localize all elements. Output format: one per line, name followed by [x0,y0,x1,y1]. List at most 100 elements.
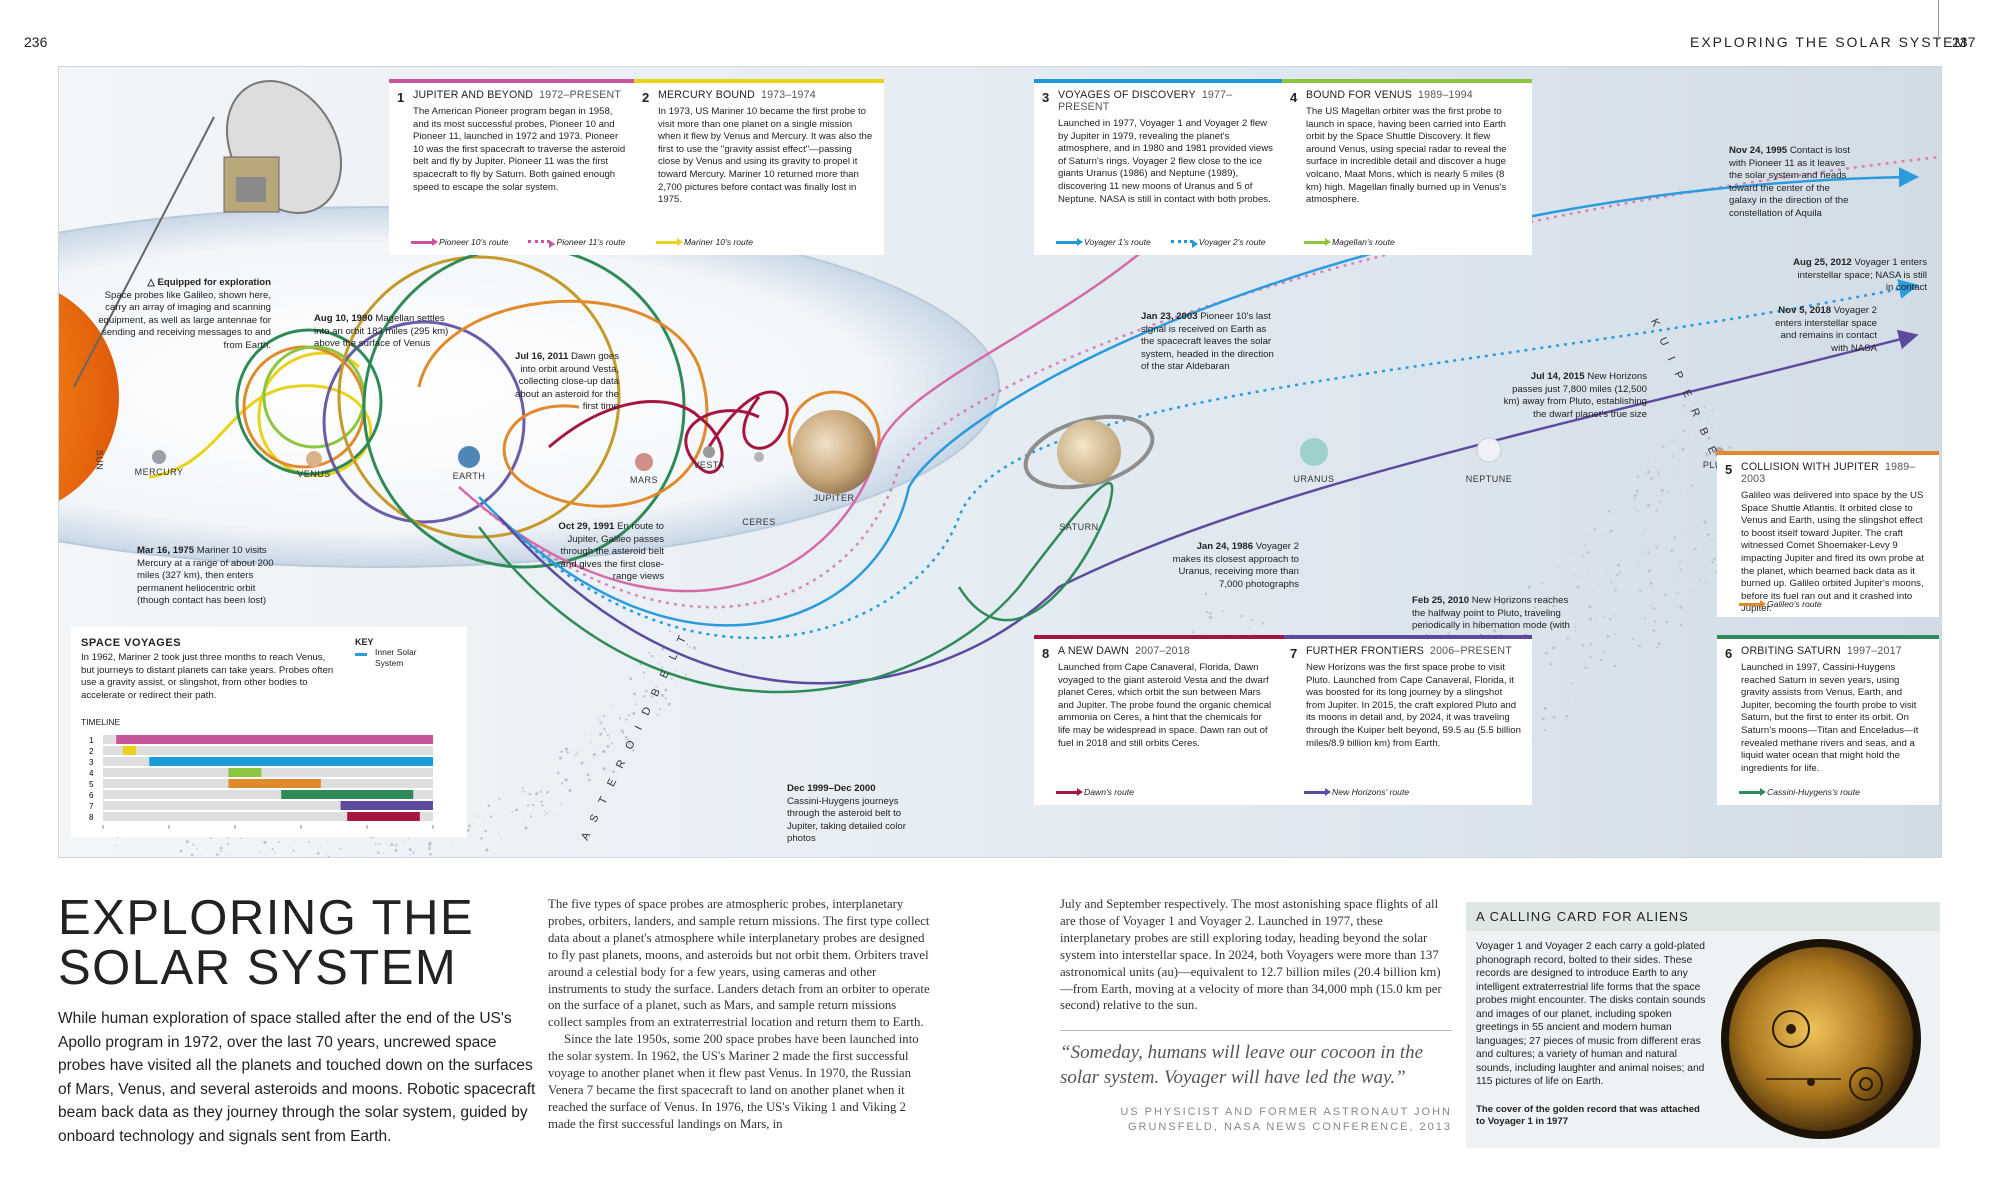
route-swatch [1304,237,1331,246]
timeline-chart: 12345678197019801990200020102020 [89,735,442,833]
route-swatch [1304,787,1331,796]
annotation-date: Feb 25, 2010 [1412,595,1470,606]
key-item: Inner Solar System [375,647,417,668]
ceres-label: CERES [742,517,776,527]
equipped-caption: △ Equipped for exploration Space probes … [81,277,271,353]
page-title: EXPLORING THE SOLAR SYSTEM [58,893,558,993]
annotation-date: Nov 24, 1995 [1729,145,1788,156]
route-swatch [656,237,683,246]
timeline-row-number: 2 [89,747,94,756]
mission-text: Galileo was delivered into space by the … [1741,490,1924,615]
timeline-row-number: 1 [89,736,94,745]
mission-route-legend: Cassini-Huygens's route [1739,787,1860,797]
intro-text: While human exploration of space stalled… [58,1010,536,1145]
annotation-nh-2015: Jul 14, 2015 New Horizons passes just 7,… [1499,371,1647,421]
saturn-graphic [1057,420,1121,484]
calling-card-text: Voyager 1 and Voyager 2 each carry a gol… [1476,941,1706,1087]
calling-card-box: A CALLING CARD FOR ALIENS Voyager 1 and … [1466,902,1940,1148]
mission-years: 1989–2003 [1741,461,1916,485]
sun-label: SUN [94,449,105,471]
route-swatch-dotted [528,239,556,248]
route-swatch [1739,787,1766,796]
mission-number: 6 [1725,646,1733,661]
annotation-date: Oct 29, 1991 [558,521,615,532]
route-label: Magellan's route [1332,237,1395,247]
annotation-voyager1-2012: Aug 25, 2012 Voyager 1 enters interstell… [1789,257,1927,295]
uranus-graphic [1300,438,1328,466]
timeline-row-number: 8 [89,813,94,822]
mission-number: 1 [397,90,405,105]
mission-years: 1997–2017 [1846,645,1902,657]
annotation-text: New Horizons passes just 7,800 miles (12… [1503,371,1647,420]
timeline-tick-label: 1980 [160,832,178,833]
route-label-2: Voyager 2's route [1198,237,1266,247]
mission-text: The American Pioneer program began in 19… [413,106,626,193]
route-swatch-dotted [1170,239,1198,248]
timeline-track [103,746,433,755]
golden-record-image [1721,939,1921,1139]
timeline-track [103,790,433,799]
timeline-tick-label: 2010 [358,832,376,833]
timeline-row-number: 5 [89,780,94,789]
timeline-row-number: 4 [89,769,94,778]
route-label: Pioneer 10's route [439,237,509,247]
neptune-graphic [1476,437,1502,463]
route-swatch [1056,787,1083,796]
annotation-date: Aug 25, 2012 [1793,257,1852,268]
timeline-bar-1 [116,735,433,744]
mission-years: 2007–2018 [1135,645,1190,657]
mission-number: 5 [1725,462,1733,477]
uranus-label: URANUS [1293,474,1335,484]
route-label: Mariner 10's route [684,237,753,247]
annotation-text: Pioneer 10's last signal is received on … [1141,311,1274,373]
annotation-text: En route to Jupiter, Galileo passes thro… [560,521,664,583]
mission-number: 8 [1042,646,1050,661]
quote-attribution: US PHYSICIST AND FORMER ASTRONAUT JOHN G… [1060,1105,1452,1135]
mercury-label: MERCURY [134,467,184,477]
mission-route-legend: Mariner 10's route [656,237,753,247]
mission-years: 1972–PRESENT [539,89,622,101]
mission-number: 4 [1290,90,1298,105]
earth-label: EARTH [452,471,486,481]
mission-route-legend: New Horizons' route [1304,787,1409,797]
space-voyages-title: SPACE VOYAGES [81,637,182,649]
galileo-probe-graphic [73,80,343,388]
vesta-label: VESTA [693,460,725,470]
annotation-pioneer11-1995: Nov 24, 1995 Contact is lost with Pionee… [1729,145,1859,221]
calling-card-title: A CALLING CARD FOR ALIENS [1466,902,1940,931]
body-paragraph-1: The five types of space probes are atmos… [548,897,930,1030]
timeline-bar-6 [281,790,414,799]
mission-years: 1989–1994 [1418,89,1473,101]
calling-card-caption: The cover of the golden record that was … [1476,1104,1700,1127]
timeline-row-number: 7 [89,802,94,811]
route-label: New Horizons' route [1332,787,1410,797]
running-head: EXPLORING THE SOLAR SYSTEM [1690,34,1969,50]
annotation-voyager-1986: Jan 24, 1986 Voyager 2 makes its closest… [1169,541,1299,591]
mission-number: 3 [1042,90,1050,105]
mission-route-legend: Voyager 1's route Voyager 2's route [1056,237,1266,248]
mission-route-legend: Dawn's route [1056,787,1134,797]
timeline-bar-7 [340,801,433,810]
route-label: Galileo's route [1767,599,1822,609]
route-label-2: Pioneer 11's route [556,237,626,247]
quote-rule [1060,1030,1452,1031]
annotation-text: Voyager 2 enters interstellar space and … [1775,305,1877,354]
mission-years: 1973–1974 [760,89,816,101]
mercury-graphic [152,450,166,464]
annotation-text: Voyager 2 makes its closest approach to … [1172,541,1299,590]
key-swatch [355,653,367,656]
timeline-bar-8 [347,812,420,821]
mission-text: New Horizons was the first space probe t… [1306,662,1521,749]
mission-text: Launched from Cape Canaveral, Florida, D… [1058,662,1272,749]
